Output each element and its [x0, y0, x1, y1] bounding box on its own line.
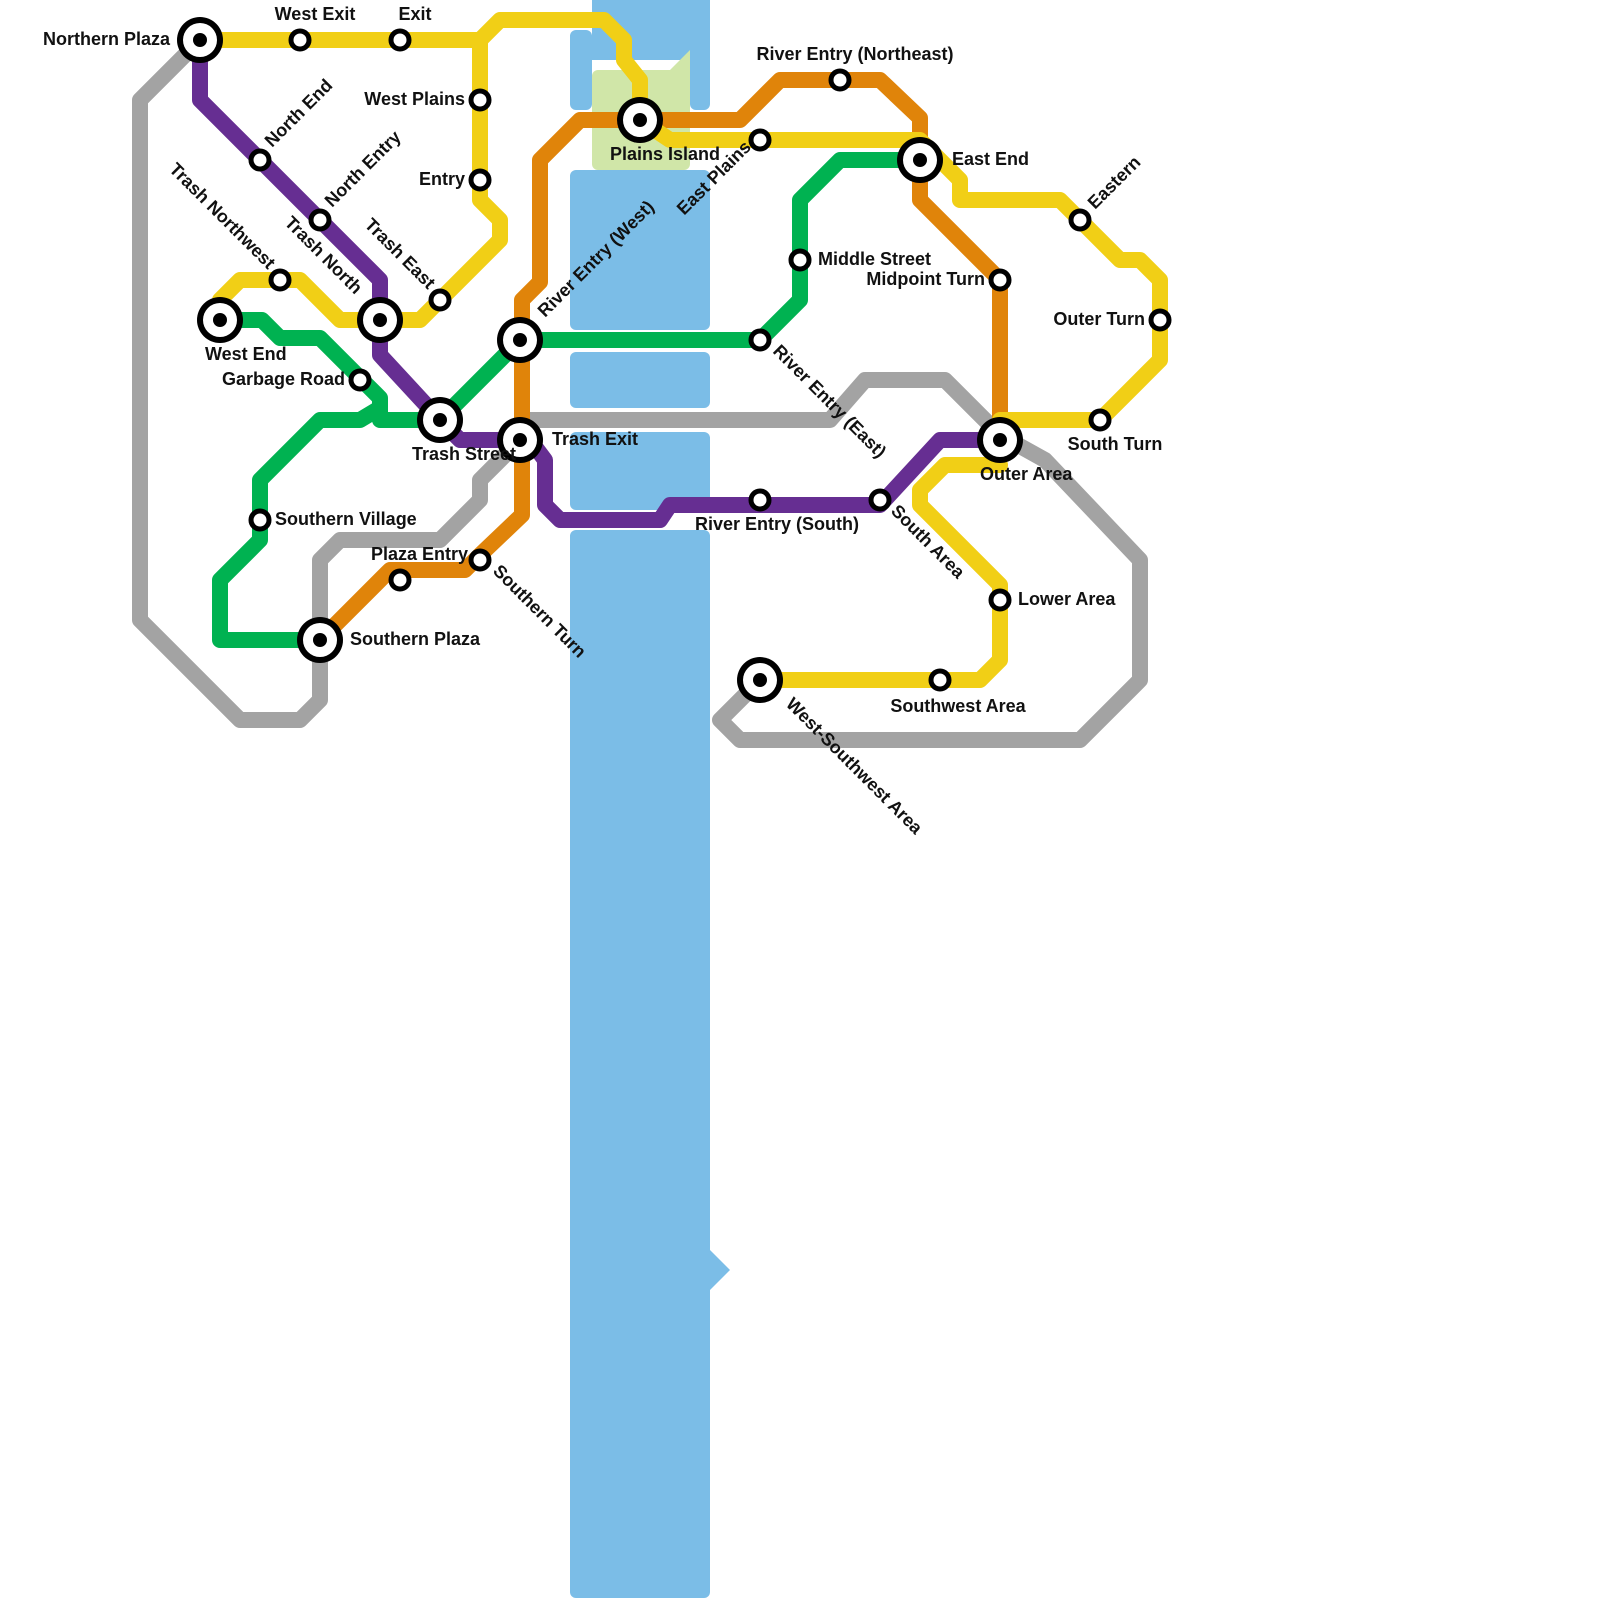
station-trash-northwest[interactable]	[268, 268, 292, 292]
label-north-end: North End	[261, 75, 337, 151]
station-plains-island[interactable]	[617, 97, 663, 143]
station-trash-north[interactable]	[357, 297, 403, 343]
park-area	[650, 50, 690, 120]
station-west-plains[interactable]	[468, 88, 492, 112]
label-east-end: East End	[952, 149, 1029, 169]
label-south-turn: South Turn	[1068, 434, 1163, 454]
interchange-marker-dot	[193, 33, 207, 47]
label-river-entry-northeast: River Entry (Northeast)	[756, 44, 953, 64]
river-segment	[570, 432, 710, 510]
river-segment	[570, 352, 710, 408]
label-exit: Exit	[398, 4, 431, 24]
interchange-marker-dot	[513, 433, 527, 447]
station-north-entry[interactable]	[308, 208, 332, 232]
label-middle-street: Middle Street	[818, 249, 931, 269]
label-trash-northwest: Trash Northwest	[165, 159, 279, 273]
label-southwest-area: Southwest Area	[890, 696, 1026, 716]
label-west-plains: West Plains	[364, 89, 465, 109]
station-outer-area[interactable]	[977, 417, 1023, 463]
station-northern-plaza[interactable]	[177, 17, 223, 63]
label-outer-turn: Outer Turn	[1053, 309, 1145, 329]
label-lower-area: Lower Area	[1018, 589, 1116, 609]
station-southern-village[interactable]	[248, 508, 272, 532]
label-plains-island: Plains Island	[610, 144, 720, 164]
station-river-entry-south[interactable]	[748, 488, 772, 512]
label-eastern: Eastern	[1084, 152, 1145, 213]
station-eastern[interactable]	[1068, 208, 1092, 232]
station-trash-exit[interactable]	[497, 417, 543, 463]
station-west-southwest-area[interactable]	[737, 657, 783, 703]
label-north-entry: North Entry	[321, 127, 405, 211]
station-midpoint-turn[interactable]	[988, 268, 1012, 292]
station-entry[interactable]	[468, 168, 492, 192]
label-west-exit: West Exit	[275, 4, 356, 24]
interchange-marker-dot	[913, 153, 927, 167]
station-outer-turn[interactable]	[1148, 308, 1172, 332]
interchange-marker-dot	[313, 633, 327, 647]
label-southern-village: Southern Village	[275, 509, 417, 529]
label-southern-plaza: Southern Plaza	[350, 629, 481, 649]
station-garbage-road[interactable]	[348, 368, 372, 392]
label-entry: Entry	[419, 169, 465, 189]
station-south-area[interactable]	[868, 488, 892, 512]
station-plaza-entry[interactable]	[388, 568, 412, 592]
station-southern-plaza[interactable]	[297, 617, 343, 663]
river-segment	[570, 170, 710, 330]
label-trash-exit: Trash Exit	[552, 429, 638, 449]
river	[570, 0, 730, 1598]
station-river-entry-northeast[interactable]	[828, 68, 852, 92]
interchange-marker-dot	[433, 413, 447, 427]
interchange-marker-dot	[513, 333, 527, 347]
station-southern-turn[interactable]	[468, 548, 492, 572]
label-midpoint-turn: Midpoint Turn	[866, 269, 985, 289]
label-river-entry-south: River Entry (South)	[695, 514, 859, 534]
station-river-entry-east[interactable]	[748, 328, 772, 352]
label-outer-area: Outer Area	[980, 464, 1073, 484]
label-west-end: West End	[205, 344, 287, 364]
label-garbage-road: Garbage Road	[222, 369, 345, 389]
station-west-exit[interactable]	[288, 28, 312, 52]
yellow-line-branch-south	[752, 457, 1008, 688]
river-segment	[570, 30, 592, 110]
station-trash-street[interactable]	[417, 397, 463, 443]
station-east-plains[interactable]	[748, 128, 772, 152]
interchange-marker-dot	[373, 313, 387, 327]
river-notch	[710, 1250, 730, 1290]
station-middle-street[interactable]	[788, 248, 812, 272]
interchange-marker-dot	[753, 673, 767, 687]
station-trash-east[interactable]	[428, 288, 452, 312]
interchange-marker-dot	[213, 313, 227, 327]
label-plaza-entry: Plaza Entry	[371, 544, 468, 564]
station-south-turn[interactable]	[1088, 408, 1112, 432]
station-west-end[interactable]	[197, 297, 243, 343]
label-river-entry-east: River Entry (East)	[769, 341, 890, 462]
station-southwest-area[interactable]	[928, 668, 952, 692]
stations	[177, 17, 1172, 703]
station-east-end[interactable]	[897, 137, 943, 183]
river-main	[570, 530, 710, 1598]
station-north-end[interactable]	[248, 148, 272, 172]
station-exit[interactable]	[388, 28, 412, 52]
station-river-entry-west[interactable]	[497, 317, 543, 363]
label-trash-street: Trash Street	[412, 444, 516, 464]
interchange-marker-dot	[993, 433, 1007, 447]
station-lower-area[interactable]	[988, 588, 1012, 612]
label-northern-plaza: Northern Plaza	[43, 29, 171, 49]
interchange-marker-dot	[633, 113, 647, 127]
